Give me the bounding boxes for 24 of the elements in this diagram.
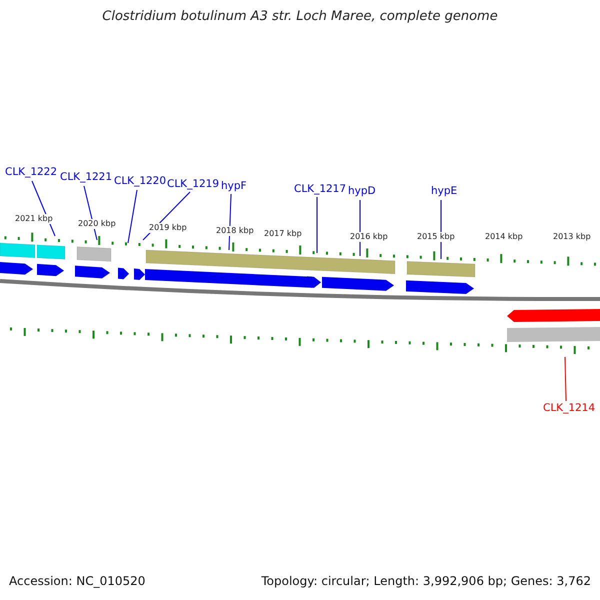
gene-label: CLK_1214 [543,402,596,414]
gene-label: hypF [221,180,247,192]
scale-label: 2017 kbp [264,229,302,239]
genome-summary: Topology: circular; Length: 3,992,906 bp; Genes: 3,762 [261,574,591,588]
leader-line [128,190,138,244]
scale-label: 2014 kbp [485,232,523,242]
accession-label: Accession: NC_010520 [9,574,146,588]
scale-label: 2018 kbp [216,226,254,236]
title: Clostridium botulinum A3 str. Loch Maree, complete genome [101,9,499,24]
gene-label: CLK_1219 [167,178,220,190]
leader-line [316,196,318,254]
leader-line [564,356,566,402]
scale-label: 2020 kbp [78,219,116,229]
scale-label: 2019 kbp [149,223,187,233]
gene-label: CLK_1220 [114,175,166,187]
gene-label: CLK_1217 [294,183,346,195]
scale-label: 2021 kbp [15,214,53,224]
gene-label: hypE [431,185,458,197]
scale-label: 2015 kbp [417,232,455,242]
gene-label: CLK_1222 [5,166,58,178]
scale-label: 2016 kbp [350,232,388,242]
scale-label: 2013 kbp [553,232,591,242]
gene-label: CLK_1221 [60,171,112,183]
gene-label: hypD [348,185,376,197]
